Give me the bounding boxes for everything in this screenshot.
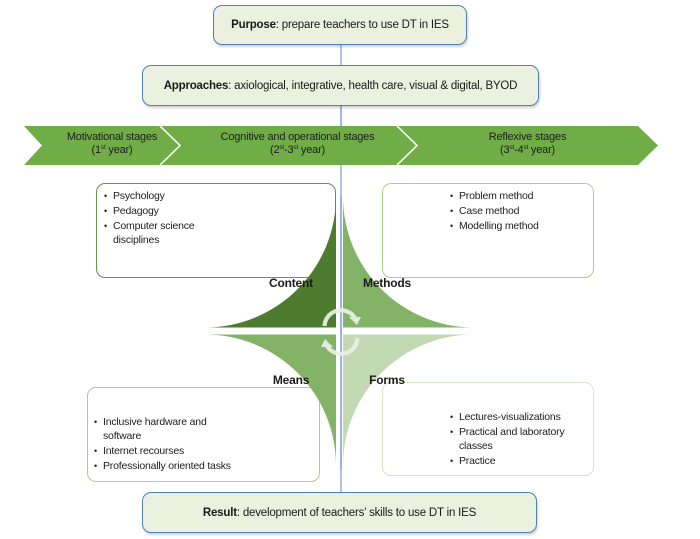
year-ordinal: st	[523, 144, 529, 151]
methods-items-box: Problem method Case method Modelling met…	[382, 183, 594, 278]
year-ordinal: st	[279, 144, 285, 151]
year-number: 1	[94, 144, 101, 156]
result-text: development of teachers’ skills to use D…	[239, 506, 477, 519]
year-number: 2	[273, 144, 280, 156]
chevron-stage-3	[398, 126, 658, 165]
year-ordinal: st	[100, 144, 106, 151]
stage-years: (2st-3st year)	[269, 144, 325, 156]
quadrant-label-methods: Methods	[363, 276, 411, 290]
forms-items-list: Lectures-visualizations Practical and la…	[449, 410, 579, 468]
forms-items-box: Lectures-visualizations Practical and la…	[382, 382, 594, 476]
list-item: Internet recourses	[93, 444, 243, 458]
list-item: Lectures-visualizations	[449, 410, 579, 424]
year-number: 3	[503, 144, 510, 156]
stage-label-motivational: Motivational stages (1st year)	[42, 131, 182, 157]
stage-label-reflexive: Reflexive stages (3st-4st year)	[415, 131, 640, 157]
year-ordinal: st	[293, 144, 299, 151]
list-item: Psychology	[103, 189, 213, 203]
result-label: Result	[202, 506, 237, 519]
list-item: Professionally oriented tasks	[93, 459, 243, 473]
chevron-stage-1	[24, 126, 180, 165]
chevron-divider	[396, 125, 419, 166]
year-number: 3	[287, 144, 294, 156]
approaches-label: Approaches	[163, 79, 229, 92]
purpose-box: Purpose: prepare teachers to use DT in I…	[213, 5, 467, 45]
chevron-stage-2	[161, 126, 417, 165]
purpose-text: prepare teachers to use DT in IES	[278, 19, 449, 31]
approaches-text: axiological, integrative, health care, v…	[231, 79, 518, 92]
year-word: year)	[105, 144, 133, 156]
list-item: Practice	[449, 454, 579, 468]
stage-name: Cognitive and operational stages	[220, 131, 375, 143]
quadrant-label-forms: Forms	[369, 373, 405, 387]
quadrant-label-content: Content	[269, 276, 313, 290]
list-item: Practical and laboratory classes	[449, 425, 579, 453]
purpose-separator: :	[275, 19, 279, 31]
list-item: Modelling method	[449, 219, 587, 233]
quadrant-label-means: Means	[272, 373, 310, 387]
stage-name: Motivational stages	[66, 131, 158, 143]
cycle-arrowhead-top	[349, 317, 361, 325]
stage-name: Reflexive stages	[488, 131, 567, 143]
year-ordinal: st	[509, 144, 515, 151]
cycle-arrowhead-bottom	[321, 339, 333, 347]
year-number: 4	[517, 144, 524, 156]
stage-years: (1st year)	[91, 144, 133, 156]
content-items-list: Psychology Pedagogy Computer science dis…	[103, 189, 213, 247]
purpose-label: Purpose	[231, 19, 276, 31]
stage-chevron-band	[24, 125, 658, 166]
list-item: Inclusive hardware and software	[93, 415, 243, 443]
methods-items-list: Problem method Case method Modelling met…	[449, 189, 587, 233]
approaches-separator: :	[228, 79, 232, 92]
list-item: Pedagogy	[103, 204, 213, 218]
result-separator: :	[236, 506, 240, 519]
content-items-box: Psychology Pedagogy Computer science dis…	[96, 183, 336, 278]
means-items-list: Inclusive hardware and software Internet…	[93, 415, 243, 473]
approaches-box: Approaches: axiological, integrative, he…	[142, 65, 539, 106]
means-items-box: Inclusive hardware and software Internet…	[87, 387, 320, 482]
year-word: year)	[298, 144, 325, 156]
chevron-divider	[159, 125, 182, 166]
stage-label-cognitive-operational: Cognitive and operational stages (2st-3s…	[180, 131, 415, 157]
stage-years: (3st-4st year)	[499, 144, 555, 156]
year-word: year)	[528, 144, 555, 156]
list-item: Case method	[449, 204, 587, 218]
result-box: Result: development of teachers’ skills …	[142, 492, 537, 533]
list-item: Computer science disciplines	[103, 219, 213, 247]
list-item: Problem method	[449, 189, 587, 203]
